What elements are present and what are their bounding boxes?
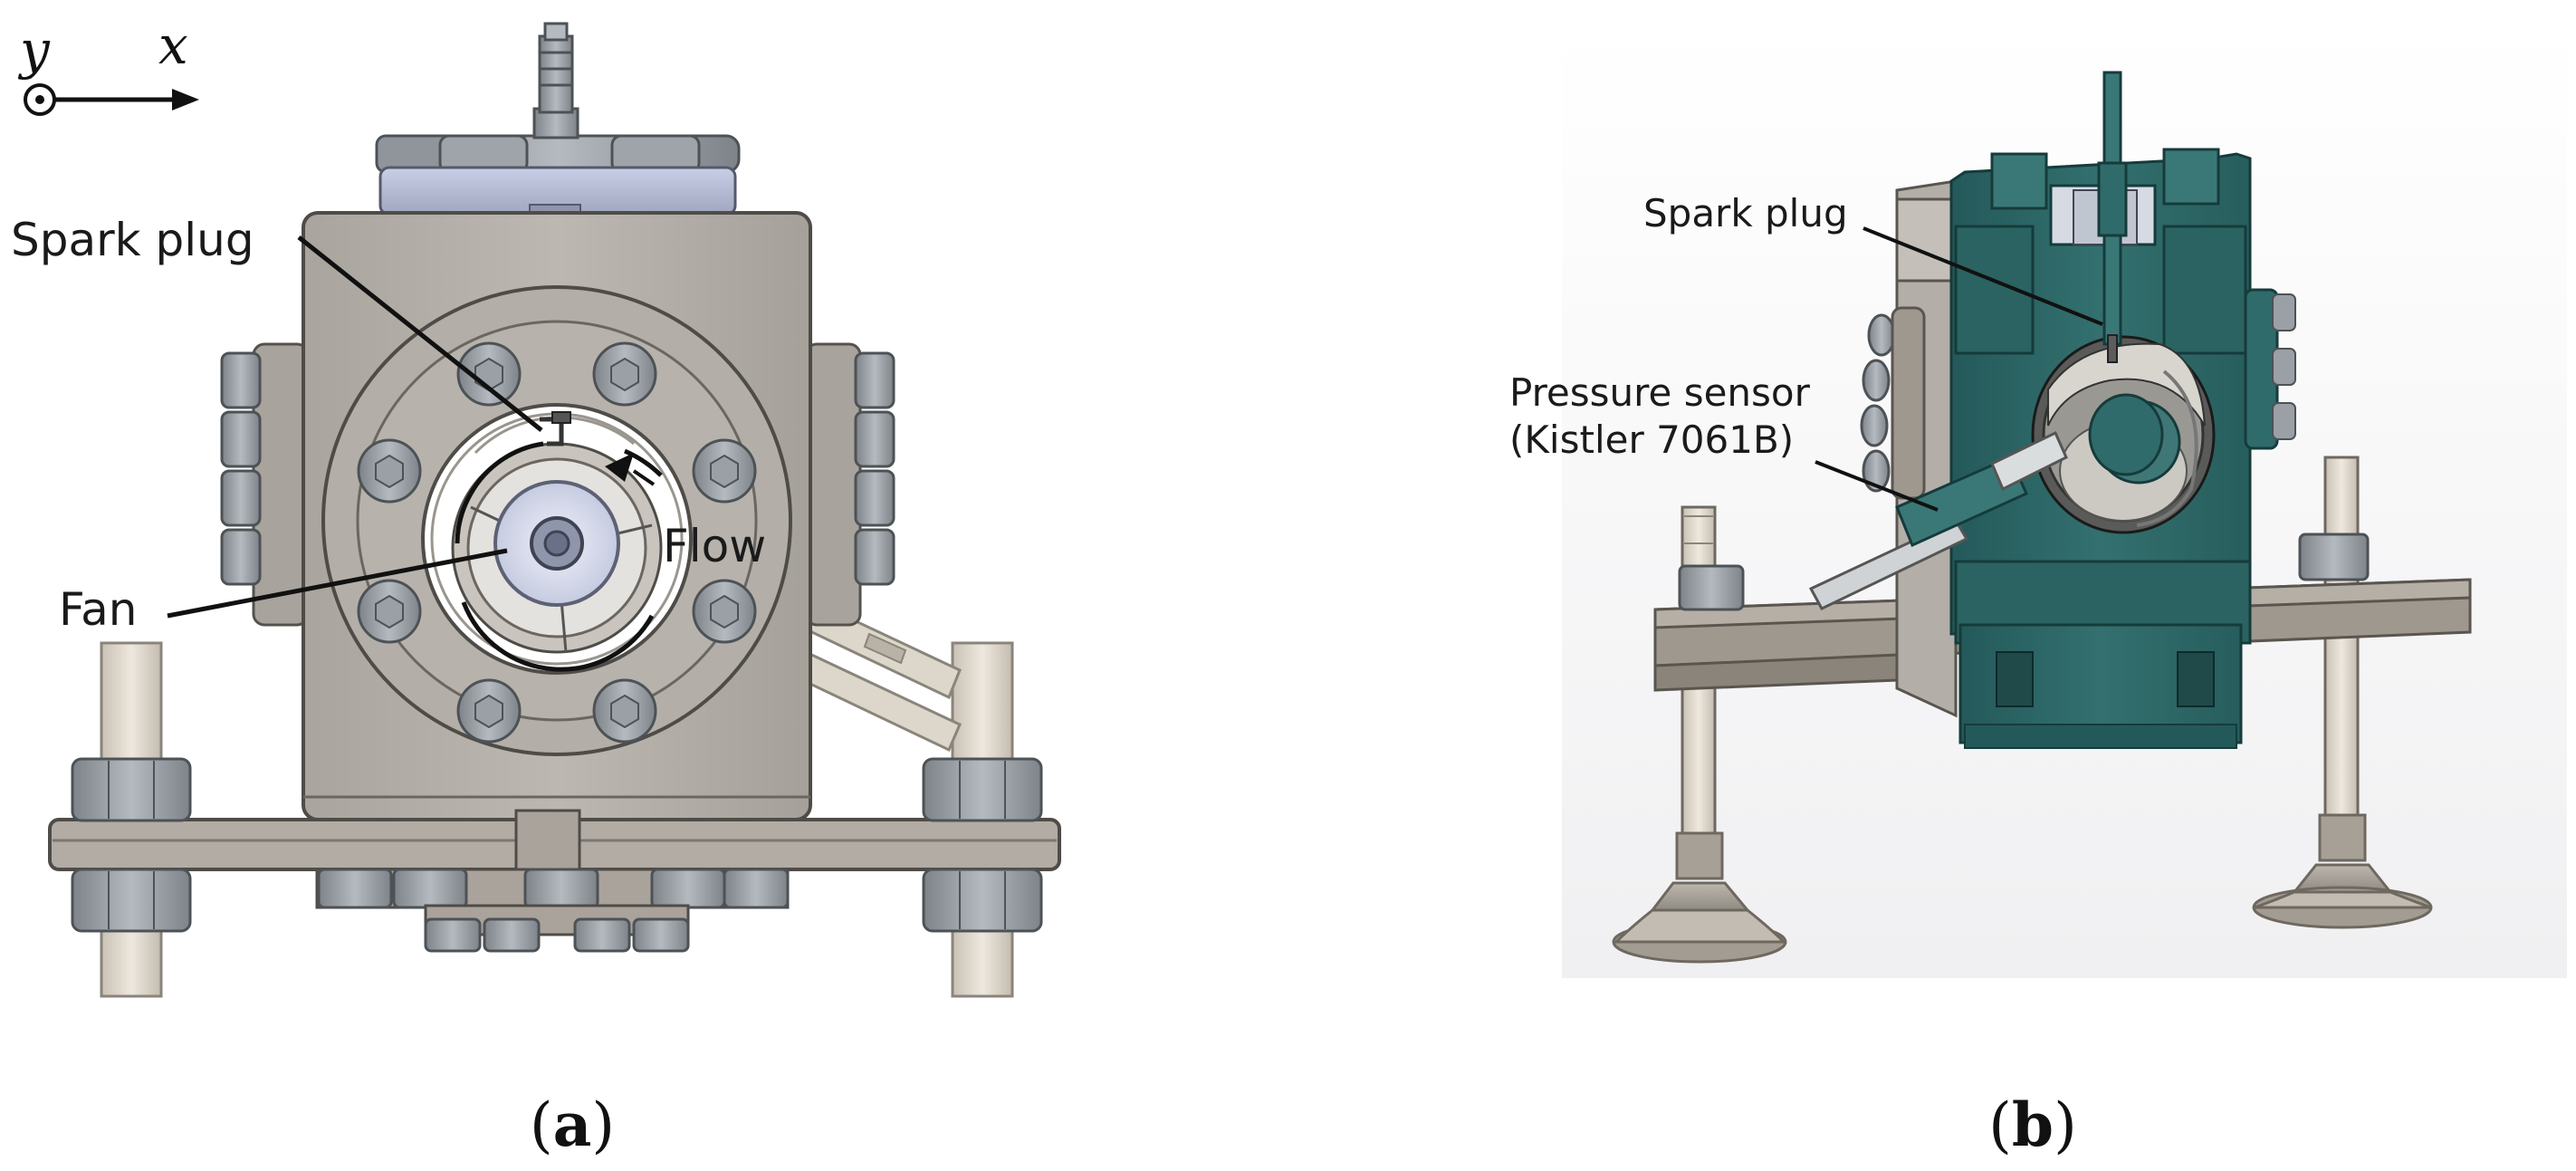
- bolt-8: [592, 678, 657, 744]
- fan-leader-line: [167, 548, 508, 619]
- flow-arc-upper: [468, 441, 544, 495]
- x-axis-arrowhead-icon: [172, 89, 199, 110]
- bolt-3: [357, 438, 422, 504]
- flow-label: Flow: [663, 520, 766, 572]
- bolt-6: [692, 579, 757, 644]
- bolt-7: [456, 678, 522, 744]
- bolt-2: [592, 341, 657, 407]
- right-side-flange: [804, 342, 895, 627]
- spark-plug-leader-line-b: [1863, 226, 2103, 326]
- flow-arc-lower: [461, 601, 655, 672]
- flow-arc-left: [455, 492, 474, 544]
- spark-plug-label-a: Spark plug: [11, 214, 254, 266]
- gas-inlet-fitting: [532, 22, 579, 139]
- caption-b: (b): [1988, 1089, 2077, 1160]
- pressure-sensor: [1808, 430, 2068, 610]
- top-flange: [375, 134, 741, 218]
- out-of-plane-dot-icon: [35, 95, 44, 104]
- left-side-flange: [220, 342, 310, 627]
- side-bolts-b: [1860, 306, 1926, 500]
- window-bolts: [357, 341, 757, 744]
- side-face-top-block: [1895, 197, 1955, 283]
- pressure-sensor-leader-line: [1815, 460, 1939, 512]
- spark-plug-b: [2097, 71, 2128, 363]
- flow-arrow: [605, 448, 663, 486]
- axis-indicator: y x: [17, 14, 199, 116]
- spark-plug-electrode: [540, 411, 571, 446]
- fan-shaft: [543, 530, 570, 557]
- spark-plug-leader-line-a: [297, 235, 543, 432]
- bottom-flange: [315, 868, 790, 953]
- axis-y-label: y: [17, 19, 51, 81]
- pressure-sensor-label-line1: Pressure sensor: [1509, 370, 1811, 415]
- panel-b: Spark plug Pressure sensor (Kistler 7061…: [1509, 27, 2567, 1160]
- caption-a: (a): [530, 1089, 615, 1160]
- spark-plug-label-b: Spark plug: [1643, 191, 1848, 235]
- right-rod-nuts: [922, 757, 1043, 933]
- left-rod-nuts: [71, 757, 192, 933]
- combustion-cavity: [2031, 335, 2216, 534]
- right-leveling-foot: [2252, 456, 2433, 929]
- left-leveling-foot: [1612, 505, 1787, 964]
- axis-x-label: x: [158, 14, 188, 76]
- panel-a: y x: [11, 14, 1061, 1160]
- flow-arrowhead-icon: [605, 453, 634, 482]
- bolt-5: [357, 579, 422, 644]
- pressure-sensor-label-line2: (Kistler 7061B): [1509, 418, 1794, 462]
- bolt-4: [692, 438, 757, 504]
- fan-label: Fan: [59, 583, 138, 636]
